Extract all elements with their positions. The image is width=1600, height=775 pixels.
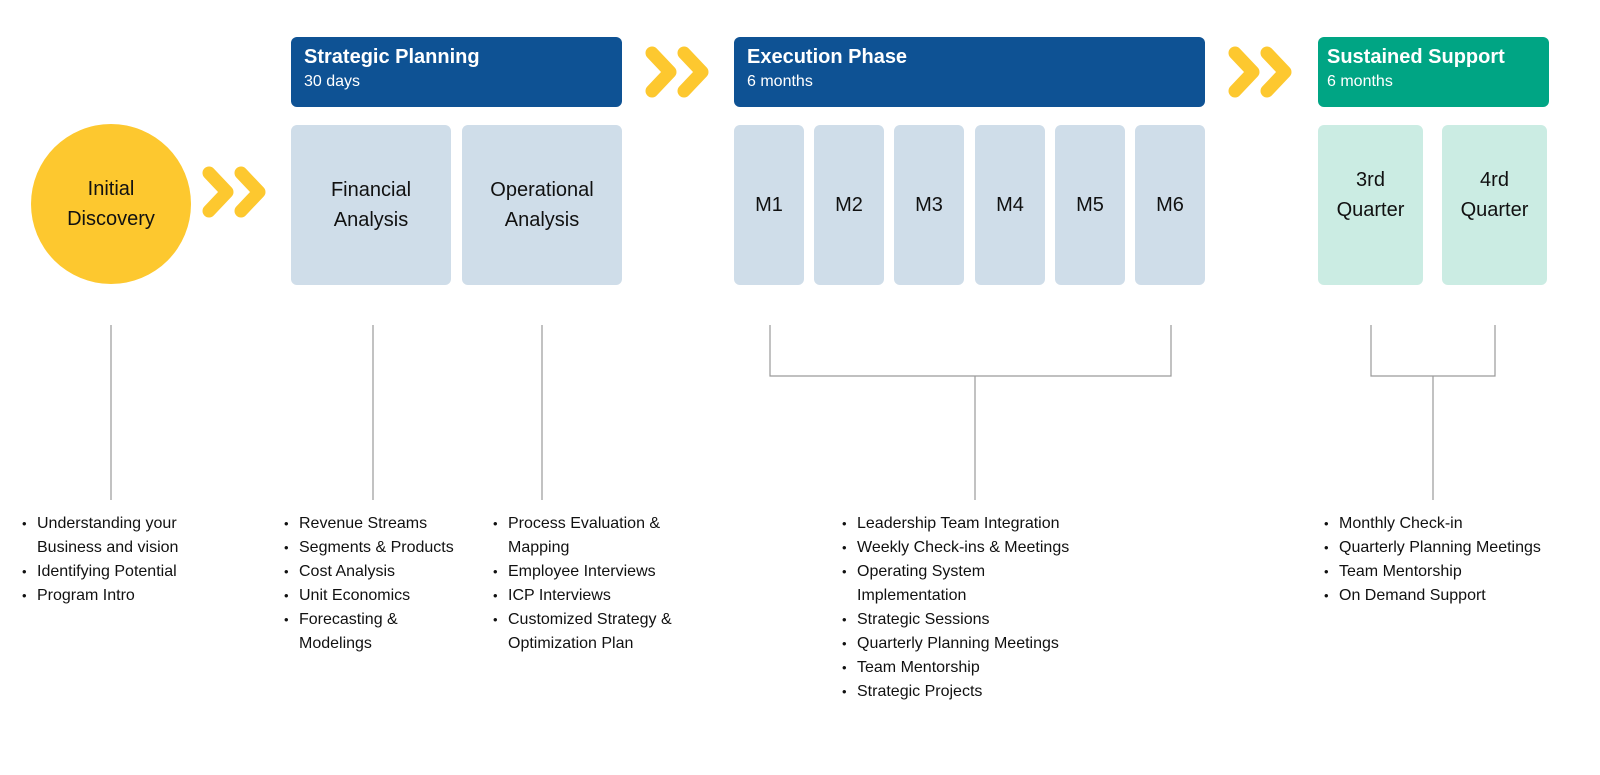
list-item: Employee Interviews: [493, 560, 698, 584]
list-item: Team Mentorship: [842, 656, 1117, 680]
double-chevron-right-icon: [645, 46, 709, 98]
list-item: Program Intro: [22, 584, 222, 608]
operational-analysis-line1: Operational: [490, 179, 594, 201]
strategic-planning-title: Strategic Planning: [304, 46, 480, 68]
third-quarter-line1: 3rd: [1356, 169, 1385, 191]
discovery-bullet-list: Understanding your Business and vision I…: [22, 512, 222, 608]
execution-phase-duration: 6 months: [747, 73, 813, 90]
month-label: M3: [915, 194, 943, 216]
list-item: Operating System Implementation: [842, 560, 1017, 608]
month-label: M6: [1156, 194, 1184, 216]
list-item: Customized Strategy & Optimization Plan: [493, 608, 678, 656]
list-item: Weekly Check-ins & Meetings: [842, 536, 1117, 560]
double-chevron-right-icon: [1228, 46, 1292, 98]
initial-discovery-label-line1: Initial: [87, 178, 135, 200]
month-box: M6: [1135, 125, 1205, 285]
list-item: Team Mentorship: [1324, 560, 1600, 584]
execution-bracket: [769, 325, 1172, 377]
double-chevron-right-icon: [202, 166, 266, 218]
month-box: M2: [814, 125, 884, 285]
list-item: Quarterly Planning Meetings: [1324, 536, 1600, 560]
month-label: M1: [755, 194, 783, 216]
list-item: Strategic Projects: [842, 680, 1117, 704]
month-box: M4: [975, 125, 1045, 285]
execution-phase-header: Execution Phase 6 months: [734, 37, 1205, 107]
support-bracket: [1370, 325, 1496, 377]
operational-analysis-box: Operational Analysis: [462, 125, 622, 285]
support-bullet-list: Monthly Check-in Quarterly Planning Meet…: [1324, 512, 1600, 608]
list-item: Unit Economics: [284, 584, 489, 608]
third-quarter-box: 3rd Quarter: [1318, 125, 1423, 285]
list-item: Process Evaluation & Mapping: [493, 512, 678, 560]
operational-analysis-line2: Analysis: [504, 209, 580, 231]
list-item: ICP Interviews: [493, 584, 698, 608]
strategic-planning-header: Strategic Planning 30 days: [291, 37, 622, 107]
month-box: M3: [894, 125, 964, 285]
strategic-planning-duration: 30 days: [304, 73, 361, 90]
execution-bullet-list: Leadership Team Integration Weekly Check…: [842, 512, 1117, 704]
financial-analysis-box: Financial Analysis: [291, 125, 451, 285]
list-item: Strategic Sessions: [842, 608, 1117, 632]
fourth-quarter-box: 4rd Quarter: [1442, 125, 1547, 285]
initial-discovery-label-line2: Discovery: [67, 208, 155, 230]
list-item: Revenue Streams: [284, 512, 489, 536]
month-label: M5: [1076, 194, 1104, 216]
list-item: Cost Analysis: [284, 560, 489, 584]
sustained-support-header: Sustained Support 6 months: [1318, 37, 1549, 107]
month-label: M2: [835, 194, 863, 216]
sustained-support-duration: 6 months: [1327, 73, 1393, 90]
month-label: M4: [996, 194, 1024, 216]
fourth-quarter-line1: 4rd: [1480, 169, 1509, 191]
sustained-support-title: Sustained Support: [1327, 46, 1505, 68]
list-item: On Demand Support: [1324, 584, 1600, 608]
operational-bullet-list: Process Evaluation & Mapping Employee In…: [493, 512, 698, 656]
initial-discovery-circle: Initial Discovery: [31, 124, 191, 284]
execution-phase-title: Execution Phase: [747, 46, 908, 68]
financial-analysis-line1: Financial: [330, 179, 412, 201]
third-quarter-line2: Quarter: [1336, 199, 1405, 221]
list-item: Forecasting & Modelings: [284, 608, 419, 656]
list-item: Leadership Team Integration: [842, 512, 1117, 536]
list-item: Segments & Products: [284, 536, 489, 560]
list-item: Monthly Check-in: [1324, 512, 1600, 536]
list-item: Identifying Potential: [22, 560, 222, 584]
month-box: M1: [734, 125, 804, 285]
fourth-quarter-line2: Quarter: [1460, 199, 1529, 221]
financial-analysis-line2: Analysis: [333, 209, 409, 231]
list-item: Quarterly Planning Meetings: [842, 632, 1117, 656]
month-box: M5: [1055, 125, 1125, 285]
financial-bullet-list: Revenue Streams Segments & Products Cost…: [284, 512, 489, 656]
list-item: Understanding your Business and vision: [22, 512, 222, 560]
